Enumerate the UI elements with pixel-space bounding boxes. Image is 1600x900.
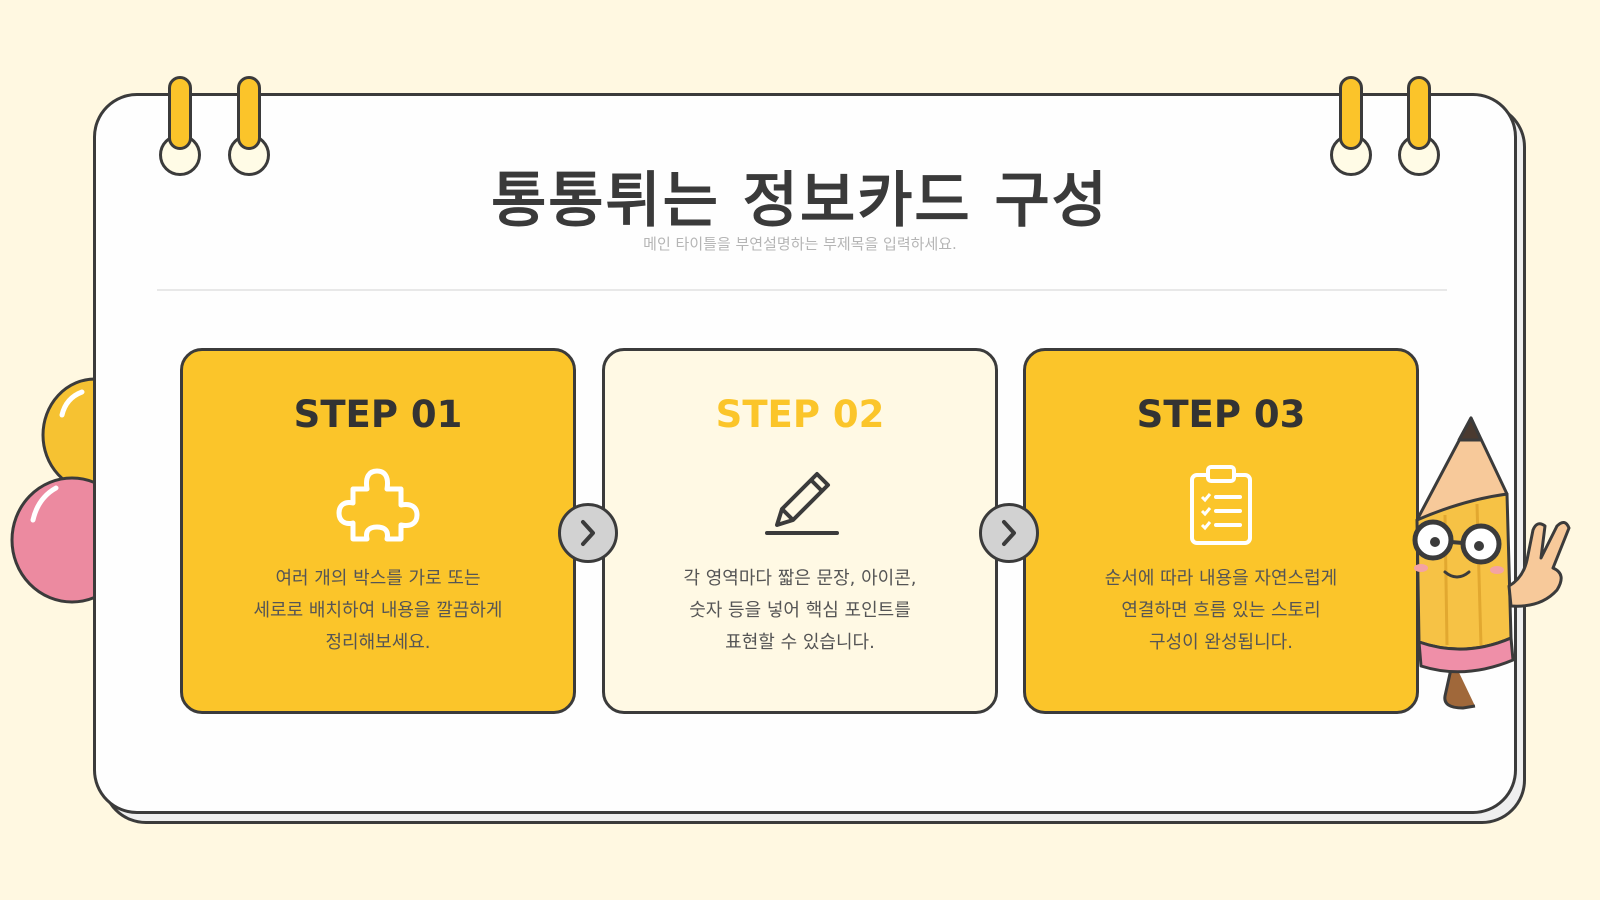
description-line: 세로로 배치하여 내용을 깔끔하게 <box>253 600 503 621</box>
step-label: STEP 02 <box>715 393 885 436</box>
description-line: 연결하면 흐름 있는 스토리 <box>1121 600 1321 621</box>
pencil-character-illustration <box>1412 416 1571 710</box>
description-line: 순서에 따라 내용을 자연스럽게 <box>1104 568 1338 589</box>
step-label: STEP 01 <box>293 393 463 436</box>
step-description: 순서에 따라 내용을 자연스럽게 연결하면 흐름 있는 스토리 구성이 완성됩니… <box>1046 563 1396 659</box>
puzzle-icon <box>336 468 420 542</box>
description-line: 구성이 완성됩니다. <box>1149 632 1293 653</box>
next-arrow-button[interactable] <box>979 503 1039 563</box>
clipboard-icon <box>1190 465 1252 545</box>
step-description: 여러 개의 박스를 가로 또는 세로로 배치하여 내용을 깔끔하게 정리해보세요… <box>203 563 553 659</box>
divider <box>157 289 1447 291</box>
description-line: 여러 개의 박스를 가로 또는 <box>275 568 481 589</box>
binder-ring <box>1339 76 1363 150</box>
description-line: 표현할 수 있습니다. <box>725 632 875 653</box>
chevron-right-icon <box>1002 520 1016 546</box>
description-line: 각 영역마다 짧은 문장, 아이콘, <box>683 568 917 589</box>
description-line: 숫자 등을 넣어 핵심 포인트를 <box>689 600 911 621</box>
step-card-1: STEP 01 여러 개의 박스를 가로 또는 세로로 배치하여 내용을 깔끔하… <box>180 348 576 714</box>
pencil-icon <box>765 472 839 535</box>
step-label: STEP 03 <box>1136 393 1306 436</box>
binder-ring <box>1407 76 1431 150</box>
page-subtitle: 메인 타이틀을 부연설명하는 부제목을 입력하세요. <box>643 235 957 253</box>
step-card-2: STEP 02 각 영역마다 짧은 문장, 아이콘, 숫자 등을 넣어 핵심 포… <box>602 348 998 714</box>
binder-ring <box>237 76 261 150</box>
binder-ring <box>168 76 192 150</box>
step-card-3: STEP 03 순서에 따라 내용을 자연스럽게 연결하면 흐름 있는 스토리 … <box>1023 348 1419 714</box>
description-line: 정리해보세요. <box>325 632 431 653</box>
next-arrow-button[interactable] <box>558 503 618 563</box>
page-title: 통통튀는 정보카드 구성 <box>491 166 1109 236</box>
step-description: 각 영역마다 짧은 문장, 아이콘, 숫자 등을 넣어 핵심 포인트를 표현할 … <box>625 563 975 659</box>
chevron-right-icon <box>581 520 595 546</box>
